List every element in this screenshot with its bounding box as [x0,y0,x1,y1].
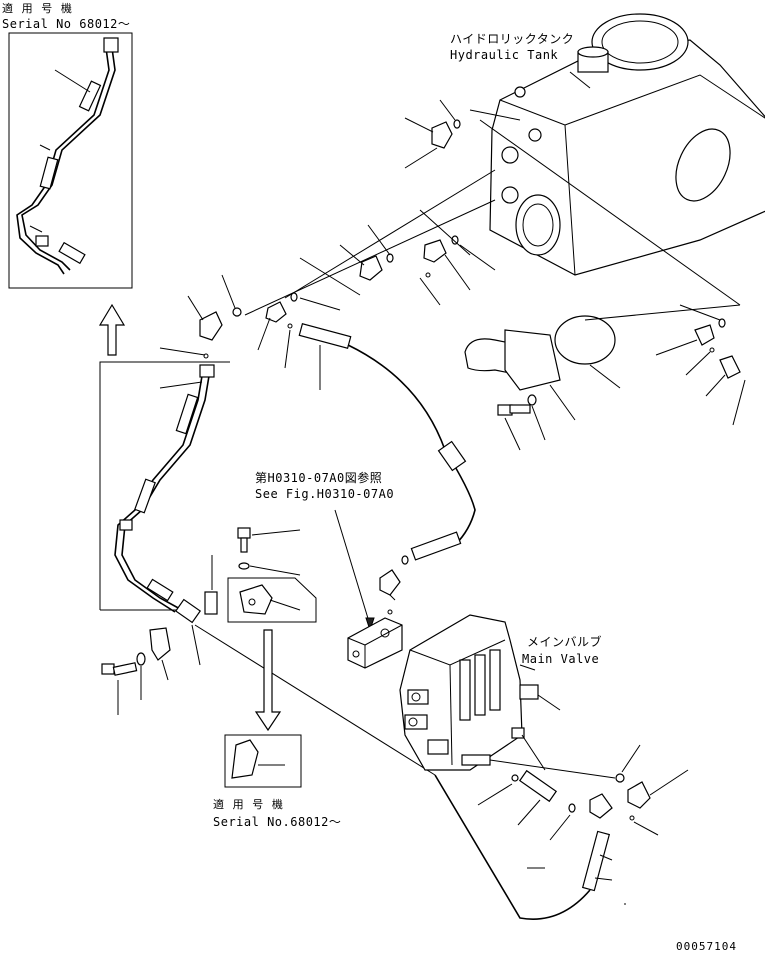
tank-label-leader [569,71,591,89]
serial-bottom-jp-label: 適 用 号 機 [213,798,284,811]
fig-ref-en-label: See Fig.H0310-07A0 [255,487,395,501]
drain-hose [434,774,626,920]
bracket-inset-serial [224,734,302,788]
tank-jp-label: ハイドロリックタンク [450,32,575,46]
hydraulic-tank [469,13,765,276]
drawing-number: 00057104 [676,940,737,953]
hose-assembly-box [99,347,230,624]
right-fittings [479,119,746,426]
leader-box-to-valve [194,624,436,776]
tank-en-label: Hydraulic Tank [450,48,559,62]
fig-ref-leader [334,509,371,626]
fig-ref-arrowhead [365,617,375,632]
pressure-hose [298,322,476,615]
fig-ref-jp-label: 第H0310-07A0図参照 [255,471,383,485]
tank-fittings [299,99,496,306]
serial-top-en-label: Serial No 68012〜 [2,17,131,31]
inset-hose-serial-box [8,32,133,289]
serial-bottom-en-label: Serial No.68012〜 [213,815,342,829]
serial-top-jp-label: 適 用 号 機 [2,2,73,15]
suction-elbow [464,304,741,451]
main-valve [399,614,616,779]
bracket-detail-box [227,527,317,623]
valve-fittings [477,744,689,841]
bolt-clamp-group [101,555,218,715]
arrow-down-to-inset [254,629,282,732]
valve-en-label: Main Valve [522,652,600,666]
tank-return-lines [187,169,496,369]
arrow-up-to-inset [98,303,126,356]
misc-leaders [29,144,51,233]
valve-jp-label: メインバルブ [527,635,603,649]
manifold-block [347,617,403,669]
